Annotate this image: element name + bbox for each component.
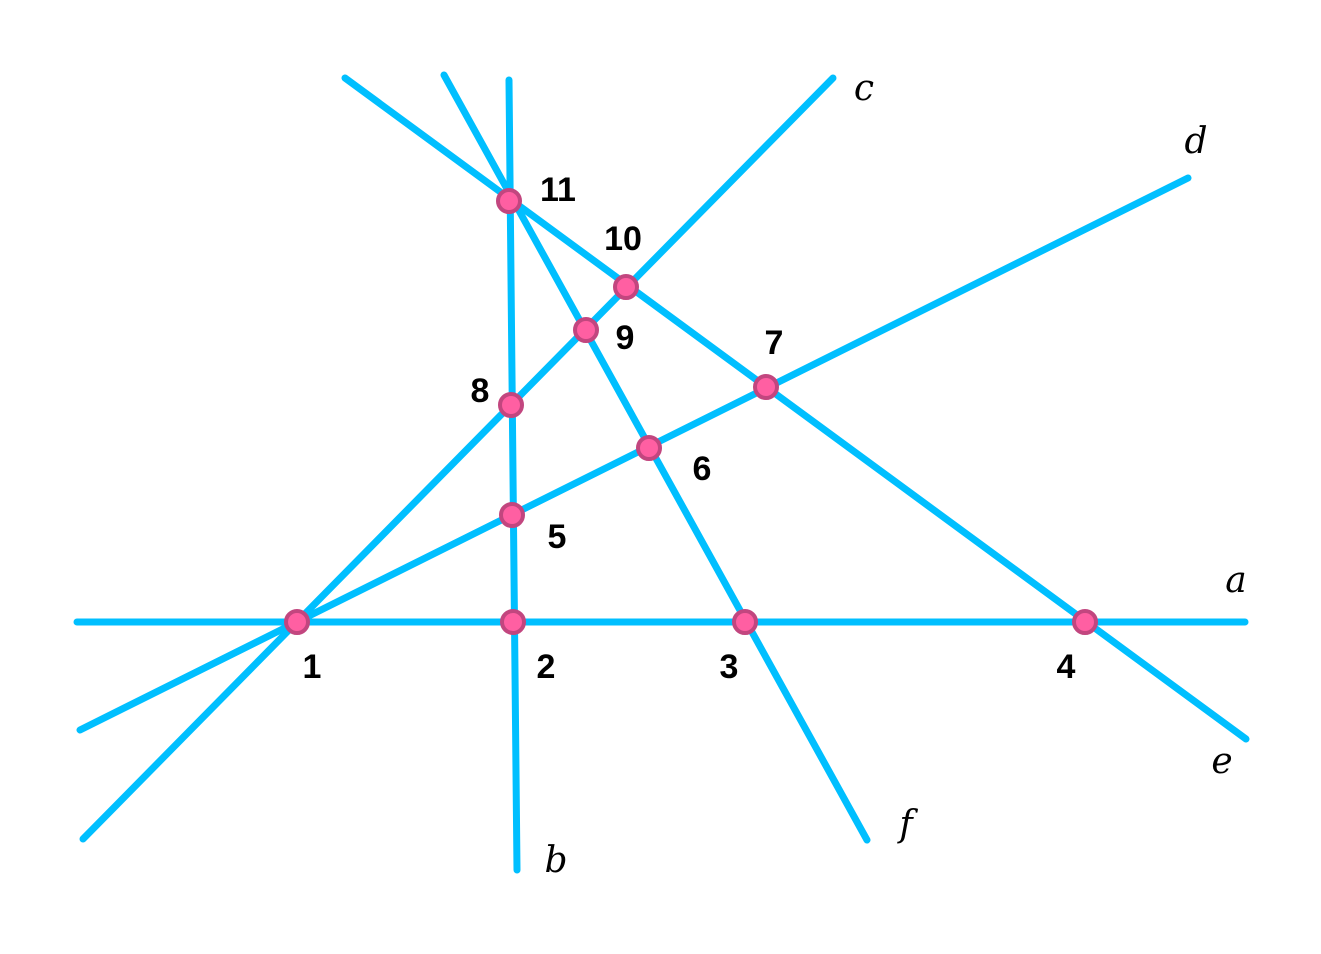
- point-label-1: 1: [303, 648, 322, 686]
- intersection-point-1: [284, 609, 310, 635]
- point-label-9: 9: [616, 319, 635, 357]
- line-label-c: c: [854, 68, 874, 109]
- line-label-a: a: [1225, 560, 1246, 601]
- line-d: [76, 174, 1192, 734]
- point-label-7: 7: [765, 324, 784, 362]
- intersection-point-11: [496, 188, 522, 214]
- intersection-point-8: [498, 392, 524, 418]
- point-label-2: 2: [537, 648, 556, 686]
- intersection-point-3: [732, 609, 758, 635]
- intersection-point-4: [1072, 609, 1098, 635]
- intersection-point-5: [499, 502, 525, 528]
- point-label-11: 11: [540, 171, 576, 209]
- intersection-points: [284, 188, 1098, 635]
- line-label-e: e: [1211, 741, 1232, 782]
- point-label-8: 8: [471, 372, 490, 410]
- intersection-point-9: [573, 317, 599, 343]
- intersection-point-10: [613, 274, 639, 300]
- lines: [73, 71, 1250, 874]
- intersection-point-2: [500, 609, 526, 635]
- point-label-10: 10: [604, 220, 642, 258]
- point-label-3: 3: [720, 648, 739, 686]
- point-label-6: 6: [693, 450, 712, 488]
- line-label-b: b: [544, 840, 567, 881]
- intersection-point-6: [636, 435, 662, 461]
- intersection-point-7: [753, 374, 779, 400]
- line-c: [79, 74, 837, 843]
- line-label-f: f: [896, 804, 918, 845]
- point-label-5: 5: [548, 518, 567, 556]
- point-label-4: 4: [1057, 648, 1076, 686]
- line-label-d: d: [1184, 121, 1207, 162]
